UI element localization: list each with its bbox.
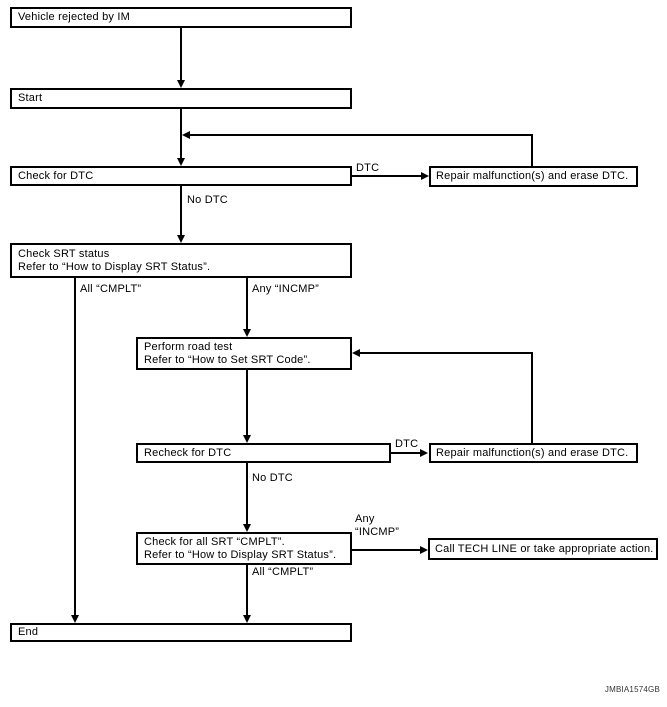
node-check-all-srt-cmplt: Check for all SRT “CMPLT”. Refer to “How… <box>136 532 352 565</box>
node-check-dtc: Check for DTC <box>10 166 352 186</box>
node-perform-road-test: Perform road test Refer to “How to Set S… <box>136 337 352 370</box>
edge-label-any-incmp-bottom-line1: Any <box>355 513 375 525</box>
edge-checkdtc-to-srt-line <box>180 186 182 236</box>
edge-vehicle-to-start-line <box>180 28 182 81</box>
node-check-srt-status: Check SRT status Refer to “How to Displa… <box>10 243 352 278</box>
edge-feedback2-vertical <box>531 352 533 443</box>
node-repair-dtc-2: Repair malfunction(s) and erase DTC. <box>429 443 638 463</box>
node-call-tech-line-label: Call TECH LINE or take appropriate actio… <box>435 542 654 555</box>
edge-roadtest-to-recheck-arrowhead <box>243 435 251 443</box>
edge-label-all-cmplt-bottom: All “CMPLT” <box>252 566 314 578</box>
edge-start-to-checkdtc-arrowhead <box>177 158 185 166</box>
edge-anyincmp-to-roadtest-line <box>246 278 248 330</box>
edge-label-all-cmplt-left: All “CMPLT” <box>80 283 142 295</box>
node-check-all-srt-cmplt-line2: Refer to “How to Display SRT Status”. <box>144 548 337 561</box>
node-vehicle-rejected-label: Vehicle rejected by IM <box>18 11 131 23</box>
edge-label-any-incmp-bottom-line2: “INCMP” <box>355 526 400 538</box>
edge-checkall-to-end-arrowhead <box>243 615 251 623</box>
edge-feedback1-horizontal <box>189 134 533 136</box>
edge-label-no-dtc-top: No DTC <box>187 194 228 206</box>
edge-label-dtc-top: DTC <box>356 162 380 174</box>
node-perform-road-test-line1: Perform road test <box>144 340 233 353</box>
node-repair-dtc-1: Repair malfunction(s) and erase DTC. <box>429 166 638 187</box>
edge-checkdtc-to-repair1-line <box>352 175 422 177</box>
edge-label-no-dtc-mid: No DTC <box>252 472 293 484</box>
node-check-srt-status-line2: Refer to “How to Display SRT Status”. <box>18 260 211 273</box>
edge-allcmplt-to-end-line <box>74 278 76 616</box>
edge-recheck-to-repair2-line <box>391 452 422 454</box>
edge-start-to-checkdtc-line <box>180 109 182 159</box>
node-repair-dtc-1-label: Repair malfunction(s) and erase DTC. <box>436 170 629 182</box>
edge-label-any-incmp-bottom: Any “INCMP” <box>355 513 399 539</box>
node-start: Start <box>10 88 352 109</box>
edge-feedback1-vertical <box>531 134 533 167</box>
edge-checkdtc-to-repair1-arrowhead <box>421 172 429 180</box>
edge-checkall-to-techline-line <box>352 549 422 551</box>
edge-checkall-to-techline-arrowhead <box>420 546 428 554</box>
node-repair-dtc-2-label: Repair malfunction(s) and erase DTC. <box>436 446 629 459</box>
edge-feedback1-arrowhead <box>182 131 190 139</box>
node-check-all-srt-cmplt-line1: Check for all SRT “CMPLT”. <box>144 535 285 548</box>
edge-checkall-to-end-line <box>246 565 248 616</box>
edge-label-dtc-mid: DTC <box>395 438 419 450</box>
edge-recheck-to-checkall-line <box>246 463 248 525</box>
edge-feedback2-arrowhead <box>352 349 360 357</box>
node-perform-road-test-line2: Refer to “How to Set SRT Code”. <box>144 353 311 366</box>
node-start-label: Start <box>18 92 43 104</box>
node-check-dtc-label: Check for DTC <box>18 169 94 182</box>
node-recheck-dtc-label: Recheck for DTC <box>144 446 232 459</box>
node-vehicle-rejected: Vehicle rejected by IM <box>10 7 352 28</box>
edge-label-any-incmp-right: Any “INCMP” <box>252 283 319 295</box>
node-check-srt-status-line1: Check SRT status <box>18 247 110 260</box>
edge-roadtest-to-recheck-line <box>246 370 248 436</box>
node-end-label: End <box>18 626 39 638</box>
edge-vehicle-to-start-arrowhead <box>177 80 185 88</box>
edge-checkdtc-to-srt-arrowhead <box>177 235 185 243</box>
node-recheck-dtc: Recheck for DTC <box>136 443 391 463</box>
edge-allcmplt-to-end-arrowhead <box>71 615 79 623</box>
edge-recheck-to-repair2-arrowhead <box>420 449 428 457</box>
figure-code-watermark: JMBIA1574GB <box>604 685 660 694</box>
edge-feedback2-horizontal <box>359 352 533 354</box>
node-end: End <box>10 623 352 642</box>
edge-anyincmp-to-roadtest-arrowhead <box>243 329 251 337</box>
node-call-tech-line: Call TECH LINE or take appropriate actio… <box>428 538 658 560</box>
edge-recheck-to-checkall-arrowhead <box>243 524 251 532</box>
